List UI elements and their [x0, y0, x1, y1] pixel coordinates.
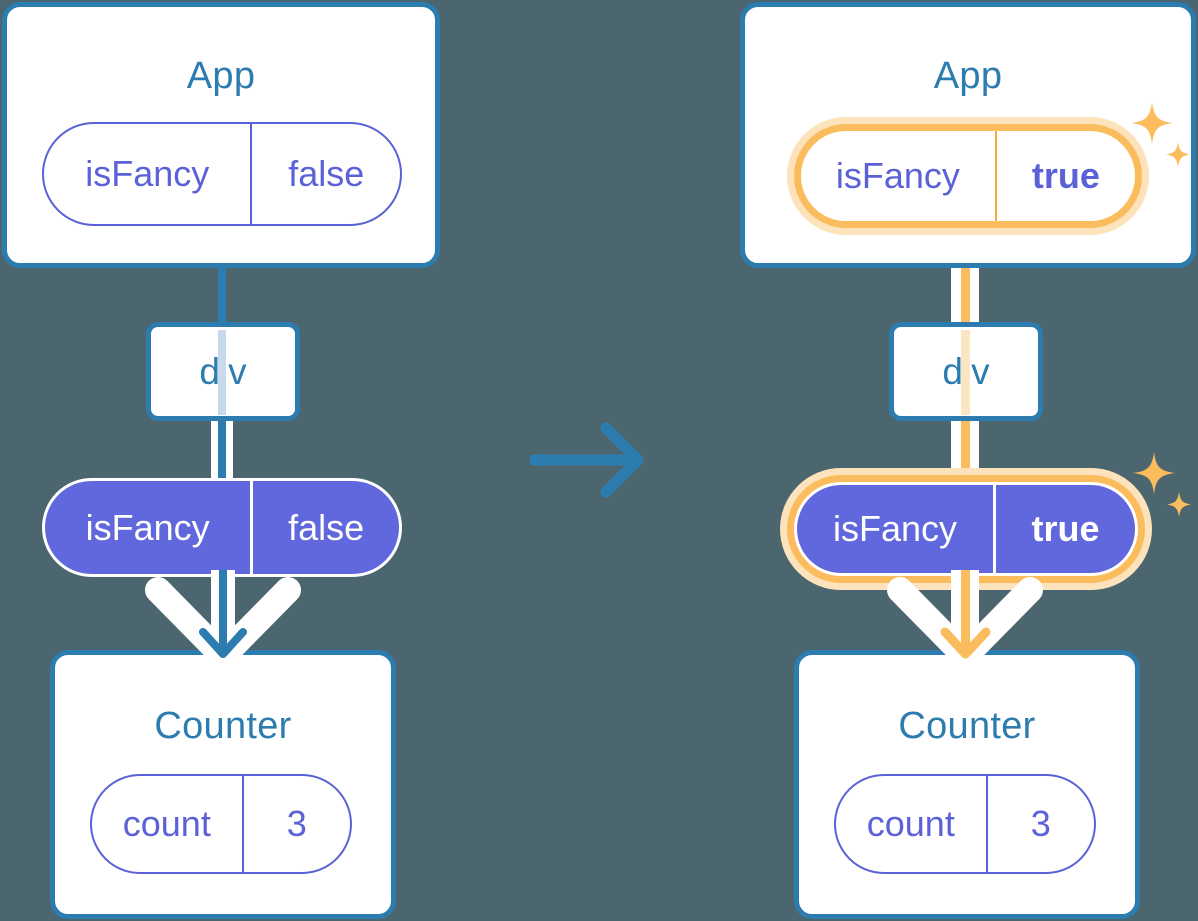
- left-props-pill: isFancy false: [42, 478, 402, 577]
- arrow-right-icon: [528, 422, 644, 498]
- right-app-sparkles: [1128, 98, 1198, 178]
- right-app-state-pill: isFancy true: [794, 124, 1142, 228]
- right-counter-state-pill-value: 3: [985, 776, 1094, 872]
- right-app-state-pill-value: true: [994, 131, 1135, 221]
- right-connector-div-to-props: [951, 415, 979, 490]
- sparkle-large-icon: [1131, 102, 1173, 144]
- left-connector-inside-div: [218, 330, 226, 415]
- left-counter-state-pill-value: 3: [241, 776, 350, 872]
- right-props-flow-arrow: [862, 570, 1068, 680]
- left-counter-state-pill: count 3: [90, 774, 352, 874]
- left-counter-card-title: Counter: [154, 705, 292, 747]
- arrow-down-icon: [145, 570, 301, 669]
- right-counter-state-pill-name: count: [866, 803, 955, 844]
- transition-arrow: [528, 420, 650, 500]
- right-props-pill-value: true: [993, 485, 1135, 573]
- left-connector-div-to-props: [211, 415, 233, 490]
- right-app-state-pill-name: isFancy: [835, 155, 960, 196]
- sparkle-small-icon: [1167, 492, 1191, 517]
- left-app-state-pill-value: false: [250, 124, 400, 224]
- left-props-flow-arrow: [120, 570, 326, 680]
- left-app-card-title: App: [186, 55, 256, 97]
- left-counter-state-pill-name: count: [122, 803, 211, 844]
- left-props-pill-name: isFancy: [85, 506, 210, 548]
- arrow-down-icon: [887, 570, 1043, 669]
- left-props-pill-value: false: [250, 481, 399, 574]
- left-connector-app-to-div: [218, 262, 226, 328]
- right-counter-card-title: Counter: [898, 705, 1036, 747]
- right-props-sparkles: [1132, 448, 1198, 528]
- sparkle-small-icon: [1166, 142, 1190, 167]
- left-app-state-pill: isFancy false: [42, 122, 402, 226]
- right-app-card-title: App: [933, 55, 1003, 97]
- sparkle-large-icon: [1133, 452, 1175, 494]
- right-props-pill: isFancy true: [794, 482, 1138, 576]
- right-counter-state-pill: count 3: [834, 774, 1096, 874]
- left-app-state-pill-name: isFancy: [85, 153, 210, 194]
- right-props-pill-name: isFancy: [833, 508, 958, 549]
- right-connector-inside-div: [961, 330, 970, 415]
